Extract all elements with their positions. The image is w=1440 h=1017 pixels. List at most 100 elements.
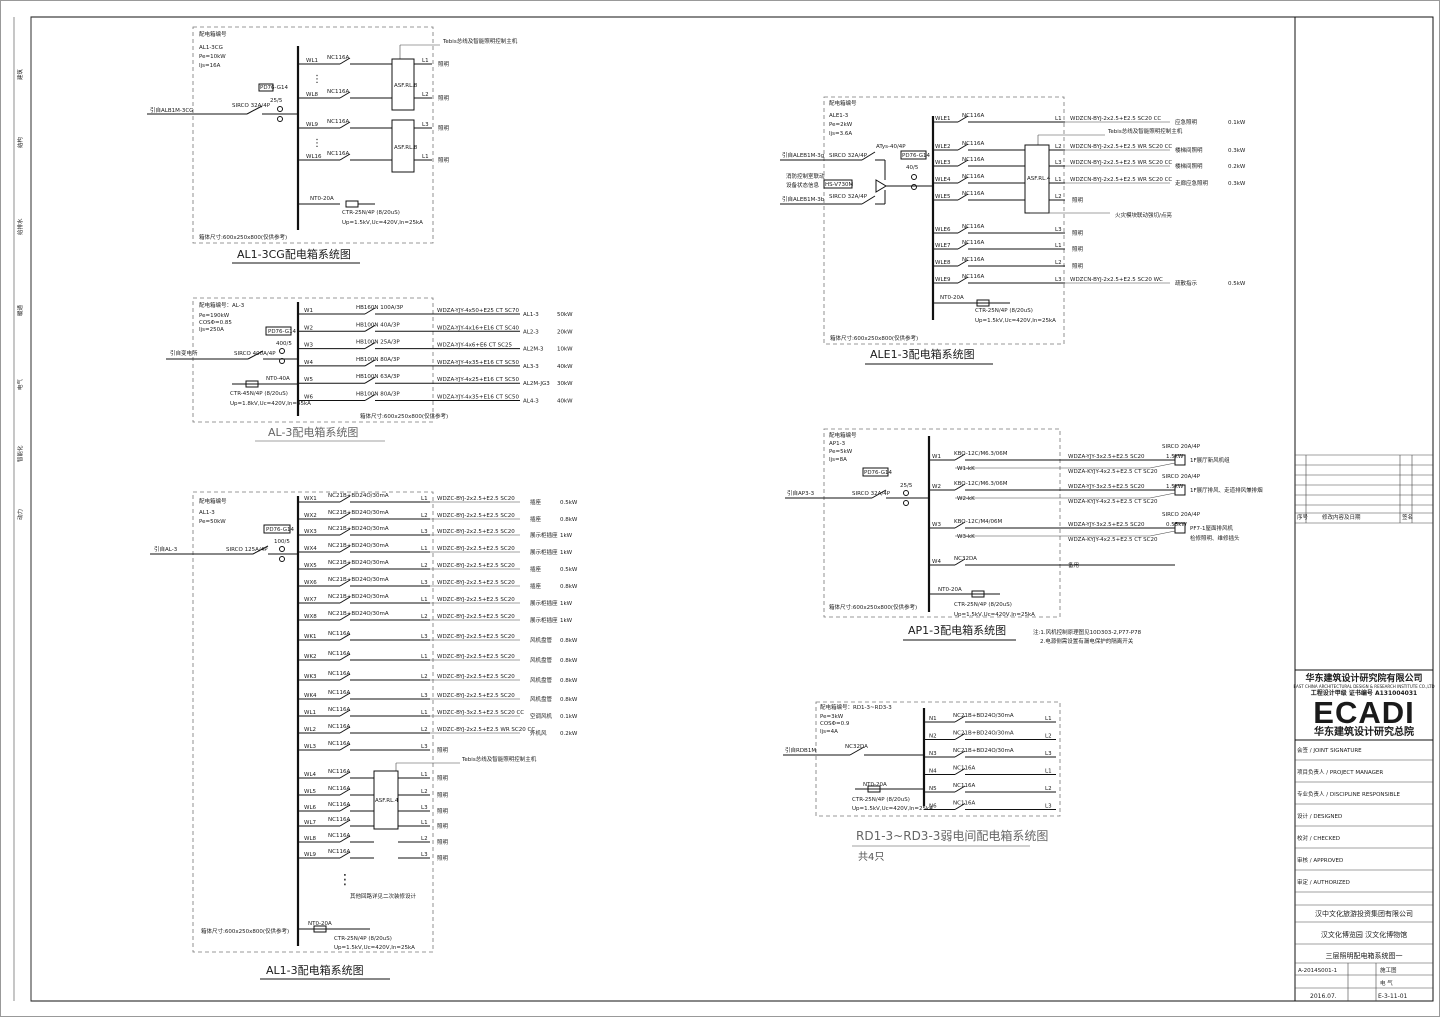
client-name: 汉中文化旅游投资集团有限公司 bbox=[1315, 909, 1413, 918]
circuit-phase: L3 bbox=[421, 529, 428, 535]
panel-al1-3cg-meter-box bbox=[258, 83, 274, 92]
panel-al-3-ijs: Ijs=250A bbox=[199, 327, 224, 333]
rd-N5-switch bbox=[954, 785, 966, 793]
panel-ap1-3-pe: Pe=5kW bbox=[829, 449, 853, 455]
panel-ale1-3-title: ALE1-3配电箱系统图 bbox=[870, 347, 975, 361]
isolator-box bbox=[1174, 484, 1186, 496]
circuit-breaker: NC116A bbox=[962, 141, 984, 147]
al13-WX4-switch bbox=[339, 545, 351, 553]
panel-al1-3-ct: 100/5 bbox=[274, 539, 290, 545]
circuit-breaker: HB100N 40A/3P bbox=[356, 322, 400, 328]
panel-al1-3cg-ijs: Ijs=16A bbox=[199, 63, 221, 69]
ecadi-logo: ECADI bbox=[1313, 695, 1414, 730]
panel-al1-3-info-label: 配电箱编号 bbox=[199, 497, 227, 505]
revision-table: 序号 修改内容及日期 签名 bbox=[1295, 454, 1433, 524]
panel-rd1-3: 配电箱编号：RD1-3~RD3-3 Pe=3kW COSΦ=0.9 Ijs=4A… bbox=[783, 701, 1061, 863]
panel-rd1-3-title: RD1-3~RD3-3弱电间配电箱系统图 bbox=[856, 828, 1048, 843]
circuit-phase: L2 bbox=[422, 92, 429, 98]
circuit-breaker: NC116A bbox=[962, 113, 984, 119]
circuit-use: 插座 bbox=[530, 565, 542, 573]
project-no: A-2014S001-1 bbox=[1298, 968, 1337, 974]
signature-row-label: 校对 / CHECKED bbox=[1297, 834, 1340, 842]
panel-al1-3cg-main-breaker: SIRCO 32A/4P bbox=[232, 103, 271, 109]
circuit-destination: AL3-3 bbox=[523, 364, 539, 370]
circuit-id: N2 bbox=[929, 734, 937, 740]
circuit-use: 风机盘管 bbox=[530, 636, 553, 644]
company-name-cn: 华东建筑设计研究院有限公司 bbox=[1305, 672, 1422, 684]
circuit-use: 走廊应急照明 bbox=[1175, 179, 1209, 187]
panel-ap1-3-ijs: Ijs=8A bbox=[829, 457, 847, 463]
circuit-breaker: NC21B+BD24O/30mA bbox=[328, 493, 389, 499]
circuit-breaker: NC116A bbox=[962, 174, 984, 180]
circuit-breaker: NC116A bbox=[328, 724, 350, 730]
circuit-breaker: NC116A bbox=[962, 274, 984, 280]
circuit-power: 0.1kW bbox=[560, 714, 578, 720]
circuit-breaker: NC116A bbox=[962, 224, 984, 230]
circuit-power: 照明 bbox=[437, 775, 449, 782]
al13-WL5-switch bbox=[339, 788, 351, 796]
al3-W6-switch bbox=[364, 394, 376, 401]
circuit-cable: WDZCN-BYJ-2x2.5+E2.5 SC20 WC bbox=[1070, 277, 1163, 283]
panel-al1-3cg-info-label: 配电箱编号 bbox=[199, 30, 227, 38]
circuit-cable: WDZCN-BYJ-2x2.5+E2.5 WR SC20 CC bbox=[1070, 160, 1172, 166]
panel-al1-3cg: 配电箱编号 AL1-3CG Pe=10kW Ijs=16A 引自ALB1M-3C… bbox=[147, 26, 518, 264]
circuit-destination: AL1-3 bbox=[523, 312, 539, 318]
panel-al1-3-boundary bbox=[192, 491, 434, 953]
al3-W1-switch bbox=[364, 307, 376, 315]
panel-al1-3-spd-spec: Up=1.5kV,Uc=420V,In=25kA bbox=[334, 945, 415, 951]
circuit-cable: WDZC-BYJ-2x2.5+E2.5 SC20 bbox=[437, 614, 515, 620]
circuit-phase: L1 bbox=[421, 597, 428, 603]
panel-al1-3: 配电箱编号 AL1-3 Pe=50kW PD76-G14 100/5 引自AL-… bbox=[150, 491, 578, 980]
panel-ap1-3-boundary bbox=[823, 428, 1061, 618]
circuit-phase: L1 bbox=[1045, 716, 1052, 722]
ale-WLE5-switch bbox=[957, 193, 969, 201]
signature-row-label: 会签 / JOINT SIGNATURE bbox=[1297, 746, 1362, 754]
ellipsis-dots: ⋮ bbox=[312, 74, 322, 85]
panel-al1-3cg-incoming: 引自ALB1M-3CG bbox=[150, 106, 193, 114]
circuit-cable: WDZC-BYJ-2x2.5+E2.5 SC20 bbox=[437, 580, 515, 586]
asf-module-1 bbox=[391, 58, 415, 111]
asf-module-3 bbox=[373, 770, 399, 830]
al3-W4-switch bbox=[364, 359, 376, 367]
panel-al1-3-main-breaker: SIRCO 125A/4P bbox=[226, 547, 268, 553]
circuit-power: 照明 bbox=[1072, 263, 1084, 270]
panel-ale1-3-id: ALE1-3 bbox=[829, 113, 849, 119]
circuit-phase: L3 bbox=[421, 693, 428, 699]
drawing-number: E-3-11-01 bbox=[1378, 993, 1408, 1000]
circuit-phase: L3 bbox=[421, 580, 428, 586]
circuit-id: WX3 bbox=[304, 529, 317, 535]
circuit-phase: L2 bbox=[421, 789, 428, 795]
circuit-use: 风机盘管 bbox=[530, 676, 553, 684]
circuit-load: 照明 bbox=[438, 95, 450, 102]
circuit-breaker: NC116A bbox=[328, 769, 350, 775]
circuit-breaker: NC116A bbox=[328, 817, 350, 823]
panel-rd1-3-ijs: Ijs=4A bbox=[820, 729, 838, 735]
circuit-breaker: NC21B+BD24O/30mA bbox=[953, 713, 1014, 719]
circuit-breaker: NC116A bbox=[962, 257, 984, 263]
al13-WL6-switch bbox=[339, 804, 351, 812]
panel-ap1-3: 配电箱编号 AP1-3 Pe=5kW Ijs=8A PD76-G14 25/5 … bbox=[785, 428, 1263, 645]
circuit-cable: WDZA-YJY-4x50+E25 CT SC70 bbox=[437, 308, 519, 314]
circuit-power: 照明 bbox=[437, 855, 449, 862]
circuit-id: WK3 bbox=[304, 674, 317, 680]
circuit-cable: WDZCN-BYJ-2x2.5+E2.5 WR SC20 CC bbox=[1070, 144, 1172, 150]
circuit-breaker: NC116A bbox=[328, 833, 350, 839]
al13-WL8-switch bbox=[339, 835, 351, 843]
circuit-phase: L3 bbox=[421, 852, 428, 858]
circuit-breaker: NC116A bbox=[328, 741, 350, 747]
circuit-breaker: HB100N 80A/3P bbox=[356, 357, 400, 363]
panel-rd1-3-cos: COSΦ=0.9 bbox=[820, 721, 850, 727]
circuit-breaker: KBO-12C/M4/06M bbox=[954, 519, 1003, 525]
circuit-phase: L1 bbox=[1045, 769, 1052, 775]
circuit-phase: L2 bbox=[421, 513, 428, 519]
panel-ale1-3-spd-spec: Up=1.5kV,Uc=420V,In=25kA bbox=[975, 318, 1056, 324]
panel-al-3-spd-breaker: NT0-40A bbox=[266, 376, 290, 382]
circuit-load: 照明 bbox=[438, 61, 450, 68]
circuit-breaker: NC116A bbox=[953, 766, 975, 772]
panel-al1-3cg-spd-breaker: NT0-20A bbox=[310, 196, 334, 202]
circuit-power: 0.2kW bbox=[560, 731, 578, 737]
panel-al-3-id: 配电箱编号：AL-3 bbox=[199, 301, 245, 309]
circuit-cable: WDZCN-BYJ-2x2.5+E2.5 SC20 CC bbox=[1070, 116, 1161, 122]
panel-al1-3cg-spd: CTR-25N/4P (8/20uS) bbox=[342, 210, 400, 216]
